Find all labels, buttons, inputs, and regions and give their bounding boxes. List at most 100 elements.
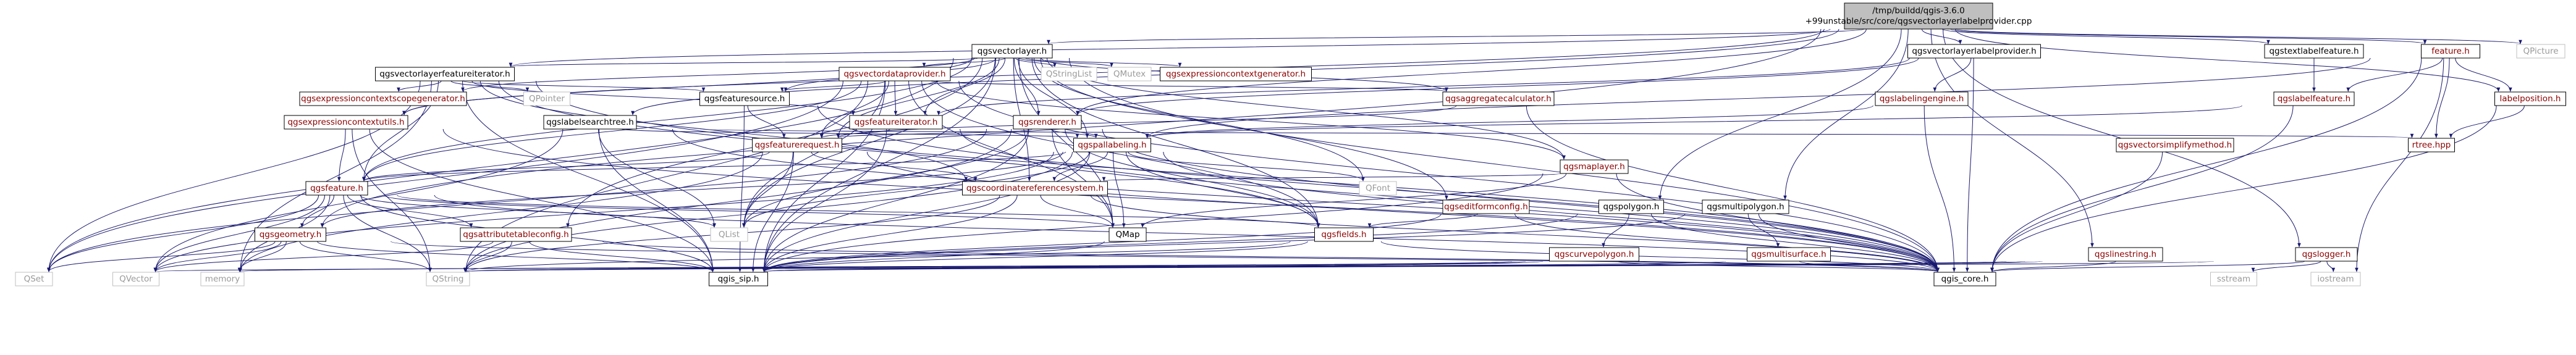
node-qgis_sip_h[interactable]: qgis_sip.h [709, 272, 768, 286]
node-box-root [1844, 2, 1993, 30]
node-qgsexpressioncontextutils_h[interactable]: qgsexpressioncontextutils.h [284, 115, 408, 130]
node-qgslabelfeature_h[interactable]: qgslabelfeature.h [2273, 91, 2355, 106]
node-qgslogger_h[interactable]: qgslogger.h [2295, 247, 2358, 262]
node-qgsfields_h[interactable]: qgsfields.h [1314, 227, 1374, 242]
edge-qgsexpressioncontextutils_h-to-qgsfeature_h [337, 128, 346, 182]
edge-feature_h-to-labelposition_h [2455, 57, 2512, 92]
node-qgsvectorlayerfeatureiterator_h[interactable]: qgsvectorlayerfeatureiterator.h [375, 67, 515, 81]
node-label-qpicture: QPicture [2523, 46, 2558, 56]
node-qgspolygon_h[interactable]: qgspolygon.h [1598, 199, 1664, 214]
node-label-qgis_sip_h: qgis_sip.h [718, 274, 759, 284]
edge-feature_h-to-qgis_core_h [1990, 57, 2422, 272]
node-box-qgstextlabelfeature_h [2264, 44, 2364, 59]
node-qgsvectorlayer_h[interactable]: qgsvectorlayer.h [971, 44, 1053, 59]
node-qgsfeatureiterator_h[interactable]: qgsfeatureiterator.h [849, 115, 943, 130]
node-qgslabelingengine_h[interactable]: qgslabelingengine.h [1875, 91, 1969, 106]
node-box-qgsfeature_h [305, 181, 368, 196]
edge-qgsmultisurface_h-to-qgis_core_h [1799, 261, 1940, 272]
edge-qgsattributetableconfig_h-to-qvector [153, 241, 494, 272]
edge-qgslabelsearchtree_h-to-qgspallabeling_h [621, 128, 1079, 138]
node-label-qgspolygon_h: qgspolygon.h [1603, 202, 1660, 212]
edge-qgsvectorlayer_h-to-qgsvectordataprovider_h [922, 57, 1006, 67]
edge-qgspallabeling_h-to-qlist [742, 151, 1090, 228]
edge-qgsvectorlayerlabelprovider_h-to-qgsfeatureiterator_h [937, 57, 1910, 115]
node-label-qgsvectorlayerlabelprovider_h: qgsvectorlayerlabelprovider.h [1912, 46, 2036, 56]
node-label-memory: memory [205, 274, 240, 284]
node-qgsvectordataprovider_h[interactable]: qgsvectordataprovider.h [838, 67, 951, 81]
node-box-qgsaggregatecalculator_h [1442, 91, 1555, 106]
node-root[interactable]: /tmp/buildd/qgis-3.6.0+99unstable/src/co… [1805, 2, 2032, 30]
edge-qgspallabeling_h-to-qfont [1128, 151, 1365, 182]
node-qgsrenderer_h[interactable]: qgsrenderer.h [1013, 115, 1082, 130]
node-qfont: QFont [1359, 181, 1397, 196]
node-label-qmutex: QMutex [1113, 69, 1146, 79]
edge-qgsfeature_h-to-qlist [360, 194, 716, 228]
node-label-qgspallabeling_h: qgspallabeling.h [1078, 140, 1146, 150]
node-rtree_hpp[interactable]: rtree.hpp [2408, 138, 2455, 152]
edge-qgsgeometry_h-to-qgis_sip_h [317, 241, 715, 272]
node-qgsexpressioncontextscopegenerator_h[interactable]: qgsexpressioncontextscopegenerator.h [299, 91, 467, 106]
edge-qgsfeature_h-to-qgsattributetableconfig_h [347, 194, 473, 228]
node-box-qgslabelsearchtree_h [543, 115, 637, 130]
edge-qgsvectorlayerlabelprovider_h-to-qgslabelingengine_h [1933, 57, 1972, 92]
edge-qgsfeaturerequest_h-to-memory [239, 151, 763, 272]
node-qgseditformconfig_h[interactable]: qgseditformconfig.h [1442, 199, 1530, 214]
node-label-qgsmultisurface_h: qgsmultisurface.h [1751, 249, 1826, 259]
node-box-qgspallabeling_h [1073, 138, 1151, 152]
node-qgscoordinatereferencesystem_h[interactable]: qgscoordinatereferencesystem.h [962, 181, 1108, 196]
node-label-qfont: QFont [1366, 183, 1390, 193]
edge-qgslabelingengine_h-to-qgspallabeling_h [1145, 105, 1873, 138]
node-qmap[interactable]: QMap [1109, 227, 1147, 242]
node-label-qvector: QVector [119, 274, 153, 284]
edge-qgsvectorlayer_h-to-qgsfeaturerequest_h [836, 57, 1000, 138]
node-qgsmultipolygon_h[interactable]: qgsmultipolygon.h [1702, 199, 1789, 214]
edge-qgslinestring_h-to-qgis_sip_h [763, 261, 2043, 272]
node-feature_h[interactable]: feature.h [2421, 44, 2480, 59]
edge-qgsvectordataprovider_h-to-qgis_sip_h [762, 80, 886, 272]
edge-qgscoordinatereferencesystem_h-to-qgis_sip_h [762, 194, 1018, 272]
node-label-qgsfeature_h: qgsfeature.h [310, 183, 363, 193]
node-qgspallabeling_h[interactable]: qgspallabeling.h [1073, 138, 1151, 152]
node-qgsmaplayer_h[interactable]: qgsmaplayer.h [1560, 159, 1629, 174]
node-qgsmultisurface_h[interactable]: qgsmultisurface.h [1747, 247, 1831, 262]
node-qgsvectorlayerlabelprovider_h[interactable]: qgsvectorlayerlabelprovider.h [1907, 44, 2041, 59]
edge-qgslogger_h-to-iostream [2326, 261, 2336, 272]
edge-qgsvectordataprovider_h-to-qgsmaplayer_h [936, 80, 1566, 160]
node-qgsfeaturesource_h[interactable]: qgsfeaturesource.h [699, 91, 790, 106]
edge-qgsrenderer_h-to-qset [47, 128, 987, 272]
edge-qgsvectorlayer_h-to-qgsfields_h [1031, 57, 1320, 228]
node-qgsattributetableconfig_h[interactable]: qgsattributetableconfig.h [460, 227, 572, 242]
node-qgstextlabelfeature_h[interactable]: qgstextlabelfeature.h [2264, 44, 2364, 59]
edge-qgseditformconfig_h-to-qgis_core_h [1514, 213, 1940, 272]
edge-qgsfeaturerequest_h-to-qgscoordinatereferencesystem_h [811, 151, 978, 182]
edge-qgsmaplayer_h-to-qgscoordinatereferencesystem_h [1102, 173, 1561, 182]
edge-qgsfeaturerequest_h-to-qgsfeature_h [362, 151, 770, 182]
node-qgsfeature_h[interactable]: qgsfeature.h [305, 181, 368, 196]
edge-qgsfeature_h-to-qstring [343, 194, 432, 272]
node-labelposition_h[interactable]: labelposition.h [2494, 91, 2566, 106]
edge-qgsexpressioncontextutils_h-to-qstring [352, 128, 432, 272]
node-qgscurvepolygon_h[interactable]: qgscurvepolygon.h [1549, 247, 1639, 262]
node-qgsfeaturerequest_h[interactable]: qgsfeaturerequest.h [752, 138, 842, 152]
node-box-qgsmultipolygon_h [1702, 199, 1789, 214]
node-box-qgsvectorlayerfeatureiterator_h [375, 67, 515, 81]
node-qgslabelsearchtree_h[interactable]: qgslabelsearchtree.h [543, 115, 637, 130]
node-qgsgeometry_h[interactable]: qgsgeometry.h [255, 227, 326, 242]
node-qgslinestring_h[interactable]: qgslinestring.h [2088, 247, 2163, 262]
node-qgsexpressioncontextgenerator_h[interactable]: qgsexpressioncontextgenerator.h [1160, 67, 1312, 81]
node-qpointer: QPointer [523, 91, 570, 106]
node-qgis_core_h[interactable]: qgis_core.h [1933, 272, 1996, 286]
node-label-qgseditformconfig_h: qgseditformconfig.h [1444, 202, 1528, 212]
edge-qgsgeometry_h-to-qset [47, 241, 276, 272]
edge-qgspallabeling_h-to-qgsgeometry_h [320, 151, 1063, 228]
node-qstring: QString [426, 272, 470, 286]
edge-qgsvectorlayer_h-to-qgsexpressioncontextgenerator_h [1025, 57, 1182, 67]
node-label-qgstextlabelfeature_h: qgstextlabelfeature.h [2269, 46, 2359, 56]
node-qgsaggregatecalculator_h[interactable]: qgsaggregatecalculator.h [1442, 91, 1555, 106]
edge-qgsfeature_h-to-qgsgeometry_h [300, 194, 334, 228]
node-qgsvectorsimplifymethod_h[interactable]: qgsvectorsimplifymethod.h [2116, 138, 2234, 152]
node-box-qpicture [2516, 44, 2565, 59]
node-qpicture: QPicture [2516, 44, 2565, 59]
edge-root-to-feature_h [1950, 28, 2426, 44]
